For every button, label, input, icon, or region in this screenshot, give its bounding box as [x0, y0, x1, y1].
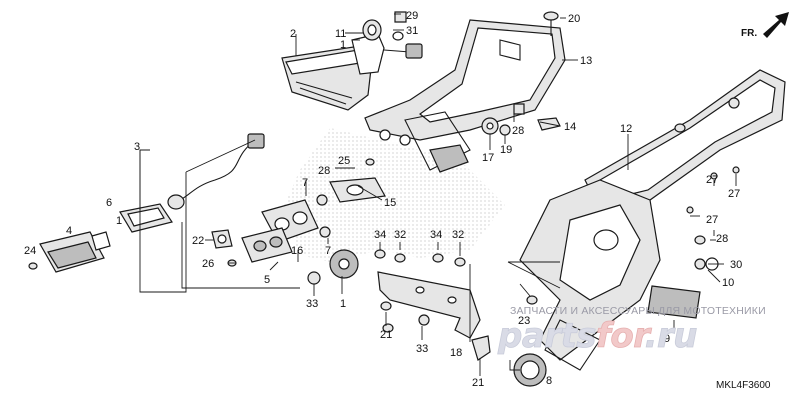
callout-1: 1 — [340, 39, 346, 51]
callout-labels: 2 11 1 29 31 20 13 14 17 19 28 3 6 4 1 2… — [24, 10, 742, 389]
callout-28-mid: 28 — [318, 165, 330, 177]
callout-9: 9 — [664, 333, 670, 345]
rear-frame-12 — [584, 69, 786, 211]
callout-5: 5 — [264, 274, 270, 286]
callout-33-left: 33 — [306, 298, 318, 310]
bracket-15 — [329, 158, 386, 203]
callout-28-top: 28 — [512, 125, 524, 137]
callout-7-left: 7 — [302, 177, 308, 189]
callout-13: 13 — [580, 55, 592, 67]
right-hardware — [382, 166, 740, 333]
callout-27-top: 27 — [728, 188, 740, 200]
watermark-logo-part-b: for — [596, 316, 646, 357]
callout-25: 25 — [338, 155, 350, 167]
license-bracket-18 — [377, 271, 491, 361]
callout-33-right: 33 — [416, 343, 428, 355]
front-arrow-icon — [763, 12, 789, 38]
callout-17: 17 — [482, 152, 494, 164]
callout-2: 2 — [290, 28, 296, 40]
callout-11: 11 — [335, 28, 346, 40]
callout-27-upper: 27 — [706, 174, 718, 186]
callout-21-right: 21 — [472, 377, 484, 389]
license-light-assembly — [28, 133, 265, 273]
leader-lines — [139, 13, 737, 376]
lower-fender-10 — [519, 179, 661, 371]
callout-24: 24 — [24, 245, 36, 257]
tail-light-unit — [351, 33, 423, 75]
watermark-logo: partsfor.ru — [498, 316, 798, 357]
callout-19: 19 — [500, 144, 512, 156]
watermark-logo-part-a: parts — [498, 316, 597, 357]
callout-28-right: 28 — [716, 233, 728, 245]
callout-34-right: 34 — [430, 229, 442, 241]
mount-rubber — [307, 249, 430, 326]
callout-26: 26 — [202, 258, 214, 270]
callout-6: 6 — [106, 197, 112, 209]
callout-12: 12 — [620, 123, 632, 135]
callout-1-light: 1 — [116, 215, 122, 227]
callout-15: 15 — [384, 197, 396, 209]
tail-lamp-lens — [281, 45, 373, 111]
fender-hardware — [481, 103, 561, 136]
front-direction-indicator: FR. — [741, 8, 793, 44]
callout-3: 3 — [134, 141, 140, 153]
callout-18: 18 — [450, 347, 462, 359]
callout-29: 29 — [406, 10, 418, 22]
callout-8: 8 — [546, 375, 552, 387]
callout-1-rubber: 1 — [340, 298, 346, 310]
callout-31: 31 — [406, 25, 418, 37]
callout-4: 4 — [66, 225, 72, 237]
callout-23: 23 — [518, 315, 530, 327]
callout-32-left: 32 — [394, 229, 406, 241]
callout-20: 20 — [568, 13, 580, 25]
callout-34-left: 34 — [374, 229, 386, 241]
callout-22: 22 — [192, 235, 204, 247]
reflectors — [513, 285, 701, 387]
callout-14: 14 — [564, 121, 576, 133]
grommet-group — [362, 11, 407, 41]
bolt-20 — [543, 11, 559, 36]
clamp-22 — [211, 229, 237, 267]
callout-27-lower: 27 — [706, 214, 718, 226]
callout-21-left: 21 — [380, 329, 392, 341]
diagram-code: MKL4F3600 — [716, 380, 771, 391]
watermark-caption: ЗАПЧАСТИ И АКСЕССУАРЫ ДЛЯ МОТОТЕХНИКИ — [510, 305, 766, 317]
front-label: FR. — [741, 28, 758, 39]
callout-16: 16 — [291, 245, 303, 257]
callout-32-right: 32 — [452, 229, 464, 241]
callout-10: 10 — [722, 277, 734, 289]
callout-30: 30 — [730, 259, 742, 271]
license-light-housing — [241, 194, 331, 263]
callout-7-right: 7 — [325, 245, 331, 257]
watermark-logo-part-c: .ru — [644, 316, 698, 357]
